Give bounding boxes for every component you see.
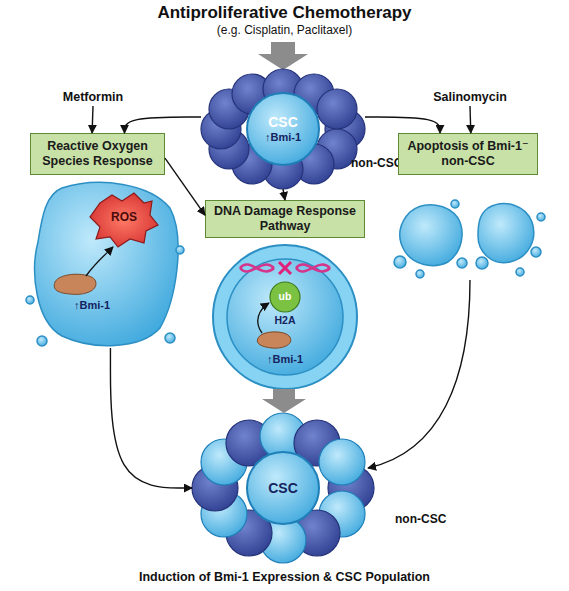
node-text: Salinomycin: [433, 90, 507, 105]
node-text: CSC: [268, 114, 298, 131]
bmi1-positive-cell: [319, 439, 365, 485]
dna-strand: [240, 265, 274, 272]
cell-bleb: [165, 333, 175, 343]
drug-label: Salinomycin: [420, 88, 520, 106]
cell-cluster: non-CSCCSC↑Bmi-1: [201, 69, 365, 189]
cell-nucleus: [227, 259, 343, 375]
bmi1-protein: [257, 332, 290, 348]
process-box: Apoptosis of Bmi-1⁻ non-CSC: [398, 133, 538, 175]
dna-break-mark: [279, 262, 291, 274]
flow-arrow: [91, 106, 93, 133]
stem-cell-shape: [247, 93, 319, 165]
stem-cell-shape: [247, 452, 319, 524]
cell-bleb: [176, 246, 184, 254]
non-stem-cell: [317, 89, 357, 129]
dna-break-mark: [279, 262, 291, 274]
process-box: Reactive Oxygen Species Response: [30, 133, 165, 175]
damaged-cell: ↑Bmi-1ubH2A: [213, 245, 357, 389]
treatment-arrow: [262, 389, 306, 413]
stem-cell: CSC↑Bmi-1: [247, 93, 319, 165]
stressed-cell: [35, 182, 178, 345]
node-text: ROS: [111, 210, 137, 224]
flow-arrow: [365, 117, 440, 133]
apoptotic-body: [476, 257, 488, 269]
node-text: Apoptosis of Bmi-1⁻ non-CSC: [404, 139, 532, 169]
enrichment-arrow: [368, 280, 470, 468]
treatment-arrow: [258, 42, 308, 70]
flow-arrow: [165, 158, 205, 215]
apoptotic-cell: [400, 205, 462, 266]
stem-cell: CSC: [247, 452, 319, 524]
induction-arrow: [86, 247, 113, 276]
apoptotic-cell: [478, 204, 534, 263]
figure-title: Antiproliferative Chemotherapy: [0, 3, 569, 23]
cell-bleb: [37, 336, 47, 346]
ubiquitin-circle: [270, 282, 300, 312]
figure-caption: Induction of Bmi-1 Expression & CSC Popu…: [0, 570, 569, 584]
flow-arrow: [469, 106, 471, 133]
process-box: DNA Damage Response Pathway: [205, 200, 365, 238]
drug-label: Metformin: [48, 88, 138, 106]
node-text: CSC: [268, 480, 298, 497]
cell-cluster: non-CSCCSC: [192, 413, 374, 563]
ubiquitination-arrow: [258, 303, 269, 333]
node-text: DNA Damage Response Pathway: [211, 204, 359, 234]
flow-arrow: [283, 189, 285, 200]
subtitle-label: (e.g. Cisplatin, Paclitaxel): [0, 23, 569, 37]
node-text: non-CSC: [395, 513, 455, 527]
ros-burst: ROS: [90, 190, 158, 244]
dna-strand: [296, 265, 330, 272]
cell-membrane: [213, 245, 357, 389]
ubiquitin-mark: ubH2A: [270, 282, 300, 312]
dna-strand: [296, 265, 330, 272]
node-text: H2A: [260, 314, 310, 326]
apoptotic-body: [537, 213, 545, 221]
ros-burst-shape: [90, 193, 158, 247]
apoptotic-body: [451, 200, 459, 208]
node-text: ub: [270, 290, 300, 302]
apoptotic-body: [457, 258, 467, 268]
bmi1-protein: [54, 274, 96, 294]
apoptotic-body: [394, 256, 406, 268]
node-text: Metformin: [63, 90, 123, 105]
stressed-cell-node: ↑Bmi-1 ROS: [32, 183, 180, 348]
apoptotic-body: [531, 247, 541, 257]
dna-strand: [240, 265, 274, 272]
node-text: ↑Bmi-1: [245, 353, 325, 366]
flow-arrow: [125, 117, 202, 133]
cell-bleb: [26, 296, 34, 304]
node-text: ↑Bmi-1: [265, 131, 301, 144]
flow-arrow: [110, 348, 192, 488]
node-text: ↑Bmi-1: [52, 299, 132, 312]
apoptotic-body: [416, 270, 424, 278]
node-text: Reactive Oxygen Species Response: [36, 139, 159, 169]
apoptotic-body: [516, 268, 524, 276]
